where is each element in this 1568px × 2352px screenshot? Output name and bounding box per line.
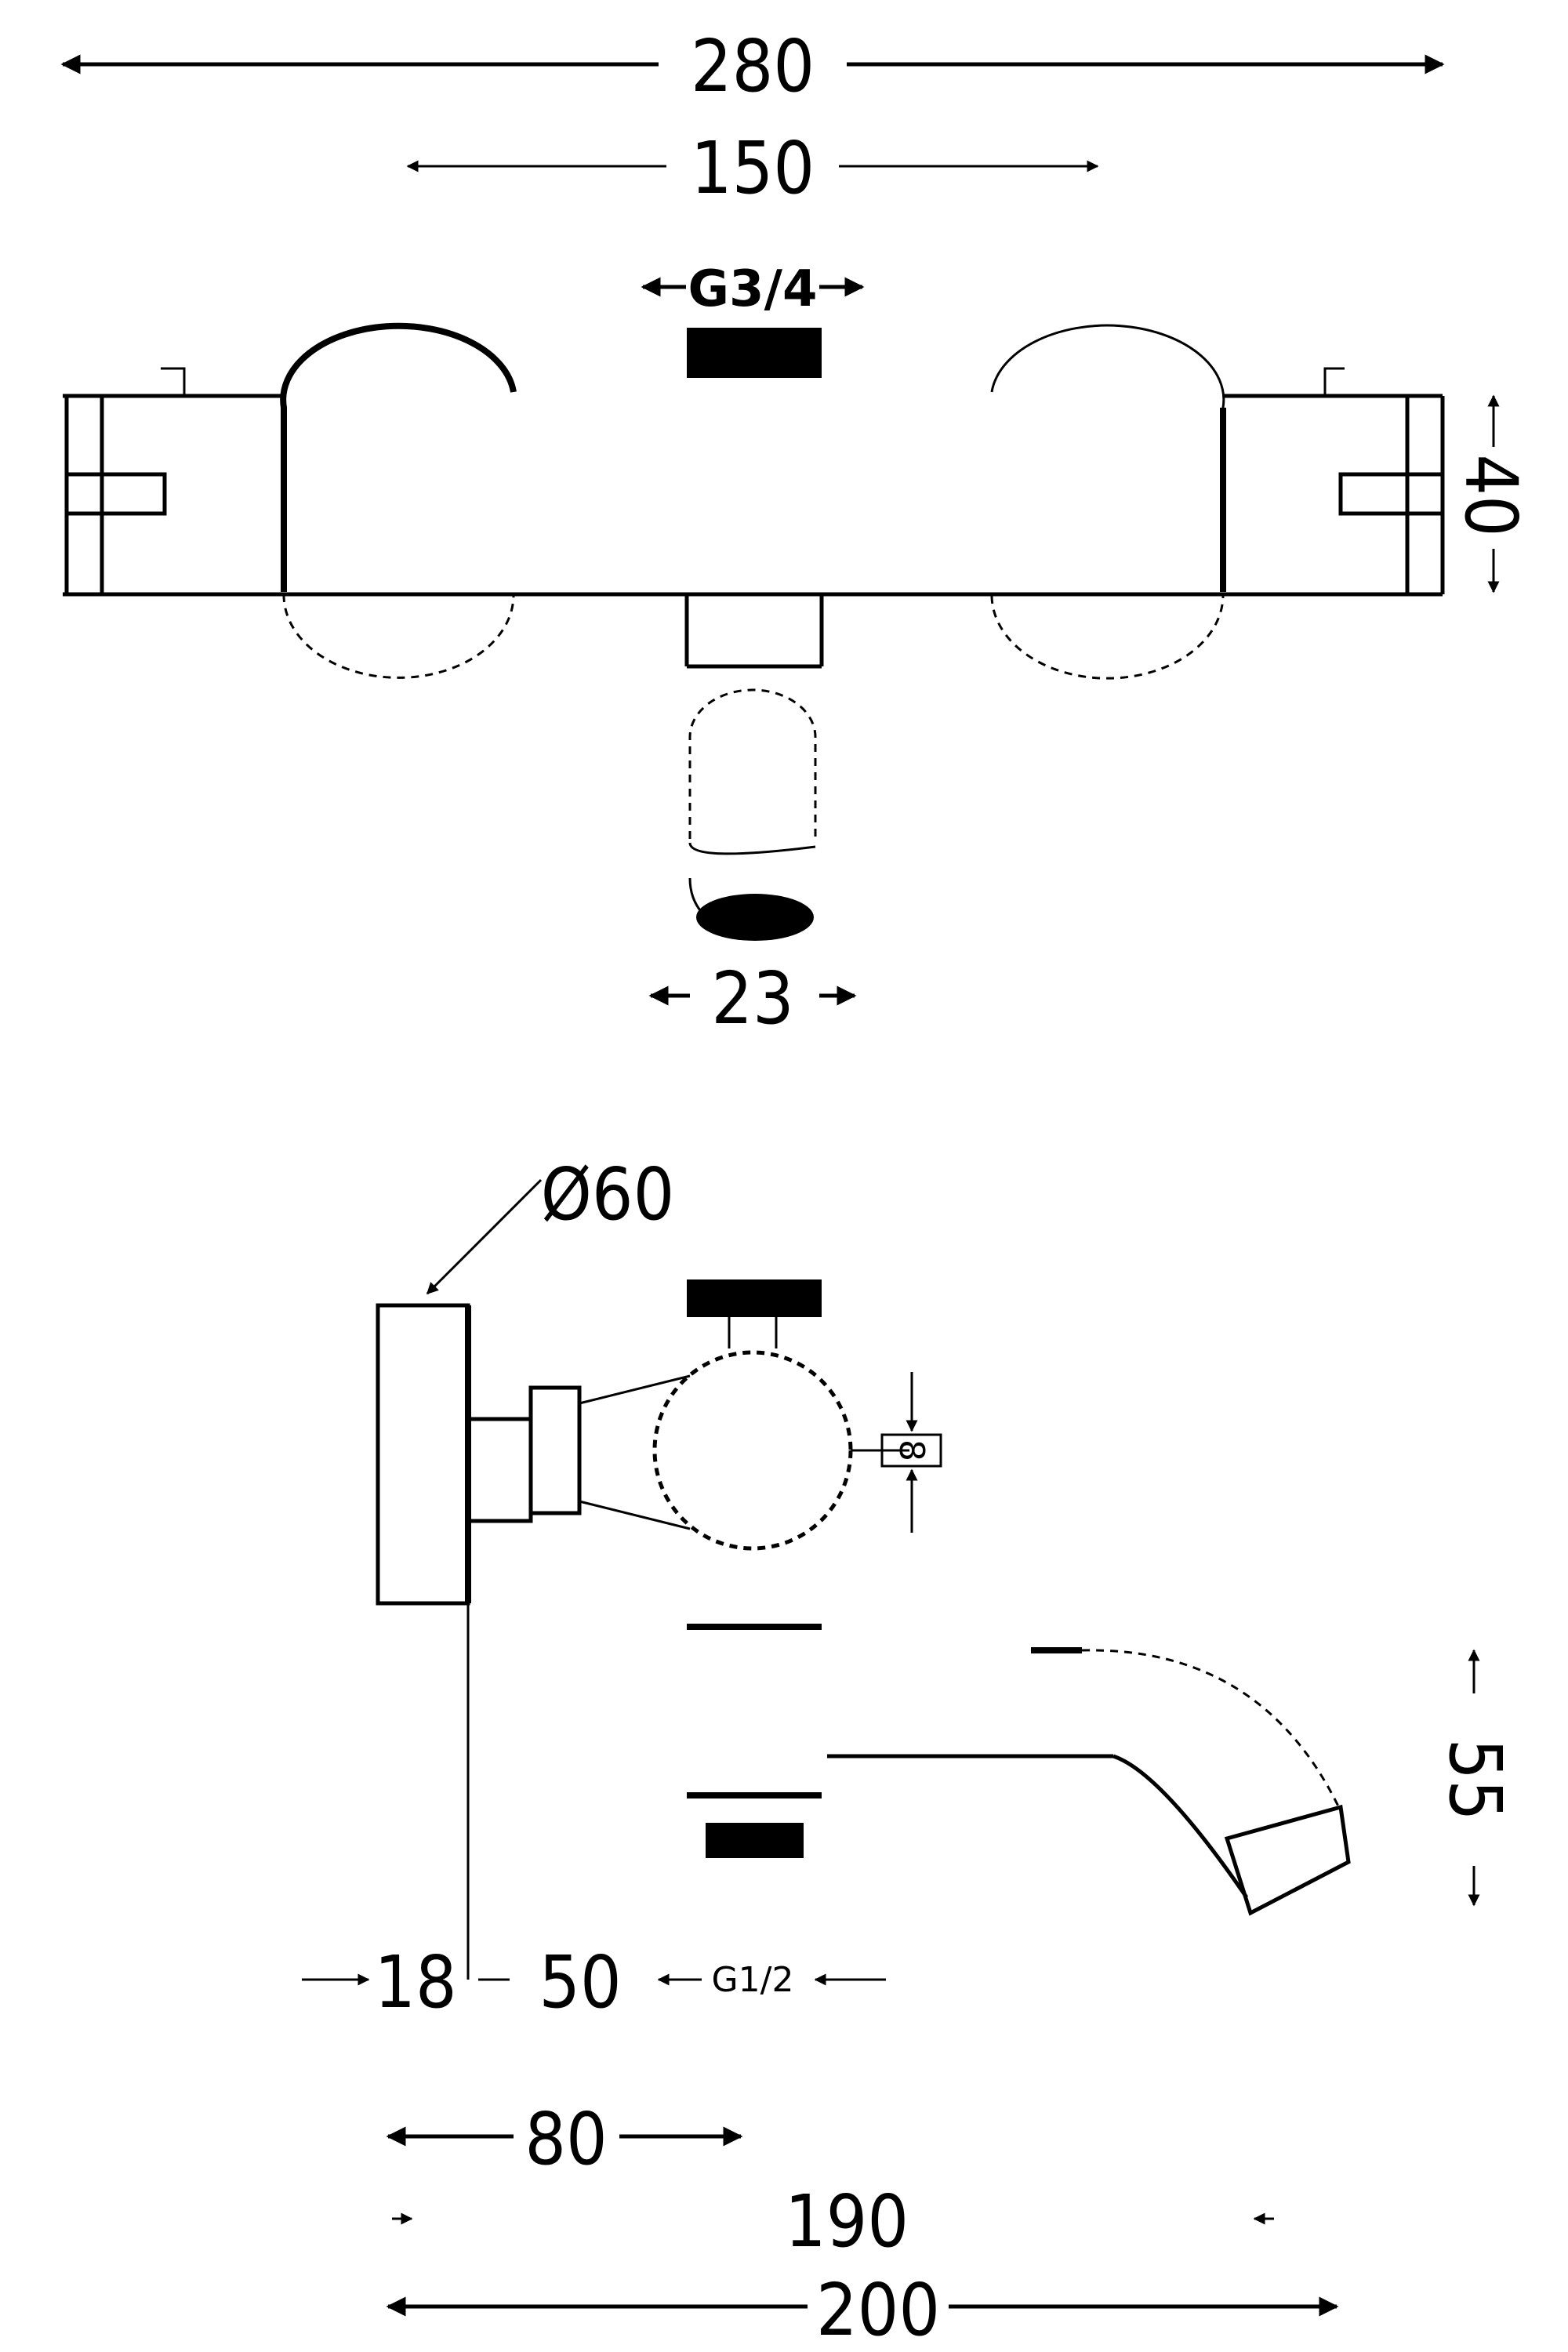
rosette — [376, 1303, 470, 1606]
rosette-leader-line — [426, 1178, 543, 1295]
mixer-body — [63, 394, 1443, 669]
dim-outlet-thread-label: G3/4 — [688, 260, 818, 318]
dim-spout-width-label: 23 — [711, 956, 793, 1040]
connector-stem — [466, 1417, 533, 1523]
dimension-body-projection: 80 — [386, 2097, 743, 2181]
dim-wall-offset-label: 40 — [1449, 454, 1533, 536]
dim-rosette-depth-label: 18 — [374, 1940, 456, 2024]
right-handle — [990, 324, 1226, 680]
spout-front — [688, 688, 817, 941]
dim-center-distance-label: 150 — [691, 126, 815, 210]
dimension-outlet-thread: G3/4 — [641, 260, 865, 318]
handle-circle — [652, 1350, 853, 1551]
left-eccentric — [64, 367, 186, 594]
body-taper — [579, 1374, 691, 1530]
outlet-connector-side — [687, 1279, 822, 1317]
dimension-spout-width: 23 — [648, 956, 857, 1040]
side-view: Ø60 8 — [302, 1152, 1517, 2352]
dimension-overall-width: 280 — [60, 24, 1445, 108]
right-eccentric — [1323, 367, 1445, 594]
outlet-connector — [687, 328, 822, 378]
dim-rosette-diameter-label: Ø60 — [541, 1152, 674, 1236]
dimension-spout-reach: 190 — [392, 2180, 1274, 2263]
dimension-overall-depth: 200 — [386, 2268, 1339, 2352]
connector-nut — [528, 1385, 582, 1515]
dimension-row-inlet: 18 50 G1/2 — [302, 1940, 886, 2024]
dimension-wall-offset: 40 — [1449, 394, 1533, 593]
dim-inlet-thread-label: G1/2 — [712, 1960, 794, 2000]
dimension-center-distance: 150 — [406, 126, 1099, 210]
dim-handle-width-label: 8 — [891, 1439, 931, 1461]
dim-spout-reach-label: 190 — [785, 2180, 909, 2263]
handle-lever — [880, 1433, 942, 1468]
dimension-handle-width: 8 — [891, 1372, 931, 1533]
dim-body-projection-label: 80 — [524, 2097, 607, 2181]
inlet-connector — [706, 1823, 804, 1858]
front-view: 280 150 G3/4 — [60, 24, 1533, 1040]
dim-spout-drop-label: 55 — [1433, 1738, 1517, 1820]
dim-overall-width-label: 280 — [691, 24, 815, 108]
spout-side — [827, 1647, 1351, 1916]
dimension-spout-drop: 55 — [1433, 1649, 1517, 1907]
left-handle — [280, 322, 517, 679]
dim-body-offset-label: 50 — [539, 1940, 621, 2024]
dim-overall-depth-label: 200 — [816, 2268, 940, 2352]
